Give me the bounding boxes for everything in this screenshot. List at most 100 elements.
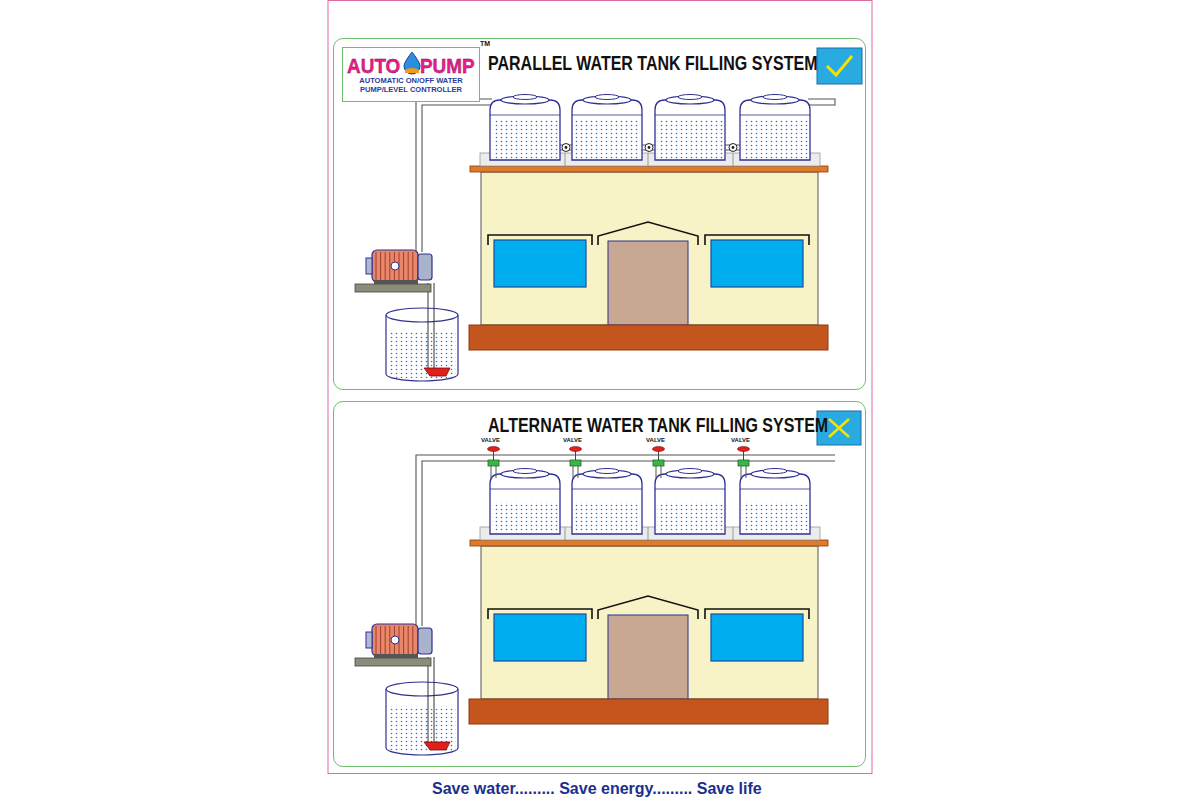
- tank-cap: [678, 95, 702, 100]
- valve-body: [570, 460, 581, 466]
- tank-cap: [595, 469, 619, 474]
- link-valve: [729, 144, 737, 152]
- parallel-scene: [355, 95, 835, 382]
- motor-hub: [391, 262, 399, 270]
- motor-fin: [412, 626, 413, 654]
- poster-frame: [328, 1, 872, 774]
- motor-cap: [366, 632, 372, 648]
- valve-label: VALVE: [646, 437, 665, 443]
- motor-hub: [391, 636, 399, 644]
- delivery-pipe: [416, 99, 835, 252]
- water-tank: [740, 95, 810, 161]
- delivery-pipe: [416, 455, 835, 626]
- sump-water: [388, 706, 456, 752]
- check-mark: [827, 56, 852, 75]
- platform-joint: [648, 527, 649, 540]
- brand-name: AUTO PUMP: [347, 55, 474, 77]
- foot-valve: [424, 368, 450, 376]
- motor-fin: [376, 252, 377, 280]
- tank-rib: [740, 115, 810, 116]
- link-valve-core: [648, 146, 651, 149]
- valve-handle: [570, 447, 582, 452]
- system-panel: ALTERNATE WATER TANK FILLING SYSTEM: [333, 401, 866, 767]
- panel-heading: ALTERNATE WATER TANK FILLING SYSTEM: [488, 414, 828, 437]
- suction-pipe: [428, 283, 434, 368]
- tank-body: [490, 474, 560, 534]
- tank-cap: [513, 95, 537, 100]
- motor-fin: [408, 626, 409, 654]
- valve-label: VALVE: [481, 437, 500, 443]
- motor-fin: [385, 626, 386, 654]
- motor-fin: [389, 252, 390, 280]
- tank-body: [572, 474, 642, 534]
- motor-feet: [374, 280, 418, 284]
- tank-water: [742, 120, 808, 159]
- tank-water: [574, 502, 640, 533]
- valve-body: [488, 460, 499, 466]
- window: [711, 614, 803, 661]
- tank-water: [742, 502, 808, 533]
- plinth: [469, 699, 828, 724]
- tank-water: [657, 502, 723, 533]
- motor-fin: [376, 626, 377, 654]
- link-valve: [645, 144, 653, 152]
- water-tank: [490, 95, 560, 161]
- platform-joint: [648, 153, 649, 166]
- slogan-caption: Save water......... Save energy.........…: [432, 780, 762, 798]
- sump-body: [386, 315, 458, 381]
- link-valve-core: [732, 146, 735, 149]
- water-tank: [488, 447, 561, 535]
- suction-pipe: [428, 657, 434, 742]
- tank-cap: [763, 95, 787, 100]
- link-valve: [562, 144, 570, 152]
- tank-cap: [678, 469, 702, 474]
- house-wall: [481, 172, 818, 325]
- tank-rib: [655, 489, 725, 490]
- water-tank: [653, 447, 726, 535]
- tank-body: [490, 100, 560, 160]
- valve-body: [738, 460, 749, 466]
- sump-tank: [386, 682, 458, 755]
- motor-fin: [380, 252, 381, 280]
- door: [608, 615, 688, 699]
- sump-rim: [386, 308, 458, 322]
- motor-fin: [408, 252, 409, 280]
- tank-rib: [572, 489, 642, 490]
- trademark: TM: [480, 40, 490, 47]
- sump-water: [388, 332, 456, 378]
- sump-tank: [386, 308, 458, 381]
- motor-fin: [385, 252, 386, 280]
- tank-water: [492, 502, 558, 533]
- roof-slab: [470, 540, 828, 546]
- motor-fin: [403, 626, 404, 654]
- sump-body: [386, 689, 458, 755]
- water-tank: [570, 447, 643, 535]
- brand-tagline: AUTOMATIC ON/OFF WATER PUMP/LEVEL CONTRO…: [352, 77, 470, 94]
- water-tank: [655, 95, 725, 161]
- motor-fin: [380, 626, 381, 654]
- motor-fin: [403, 252, 404, 280]
- window: [494, 240, 586, 287]
- pump-head: [418, 254, 432, 280]
- pump-head: [418, 628, 432, 654]
- brand-logo: AUTO PUMPAUTOMATIC ON/OFF WATER PUMP/LEV…: [342, 47, 480, 102]
- pump-stand: [355, 658, 431, 666]
- tank-rib: [655, 115, 725, 116]
- valve-label: VALVE: [563, 437, 582, 443]
- roof-slab: [470, 166, 828, 172]
- foot-valve: [424, 742, 450, 750]
- motor-cap: [366, 258, 372, 274]
- tank-rib: [740, 489, 810, 490]
- pump-motor: [366, 250, 432, 284]
- tank-rib: [490, 115, 560, 116]
- window: [711, 240, 803, 287]
- motor-fin: [389, 626, 390, 654]
- house-wall: [481, 546, 818, 699]
- pump-stand: [355, 284, 431, 292]
- panel-heading: PARALLEL WATER TANK FILLING SYSTEM: [488, 52, 817, 75]
- check-badge: [817, 48, 862, 84]
- sump-rim: [386, 682, 458, 696]
- tank-water: [492, 120, 558, 159]
